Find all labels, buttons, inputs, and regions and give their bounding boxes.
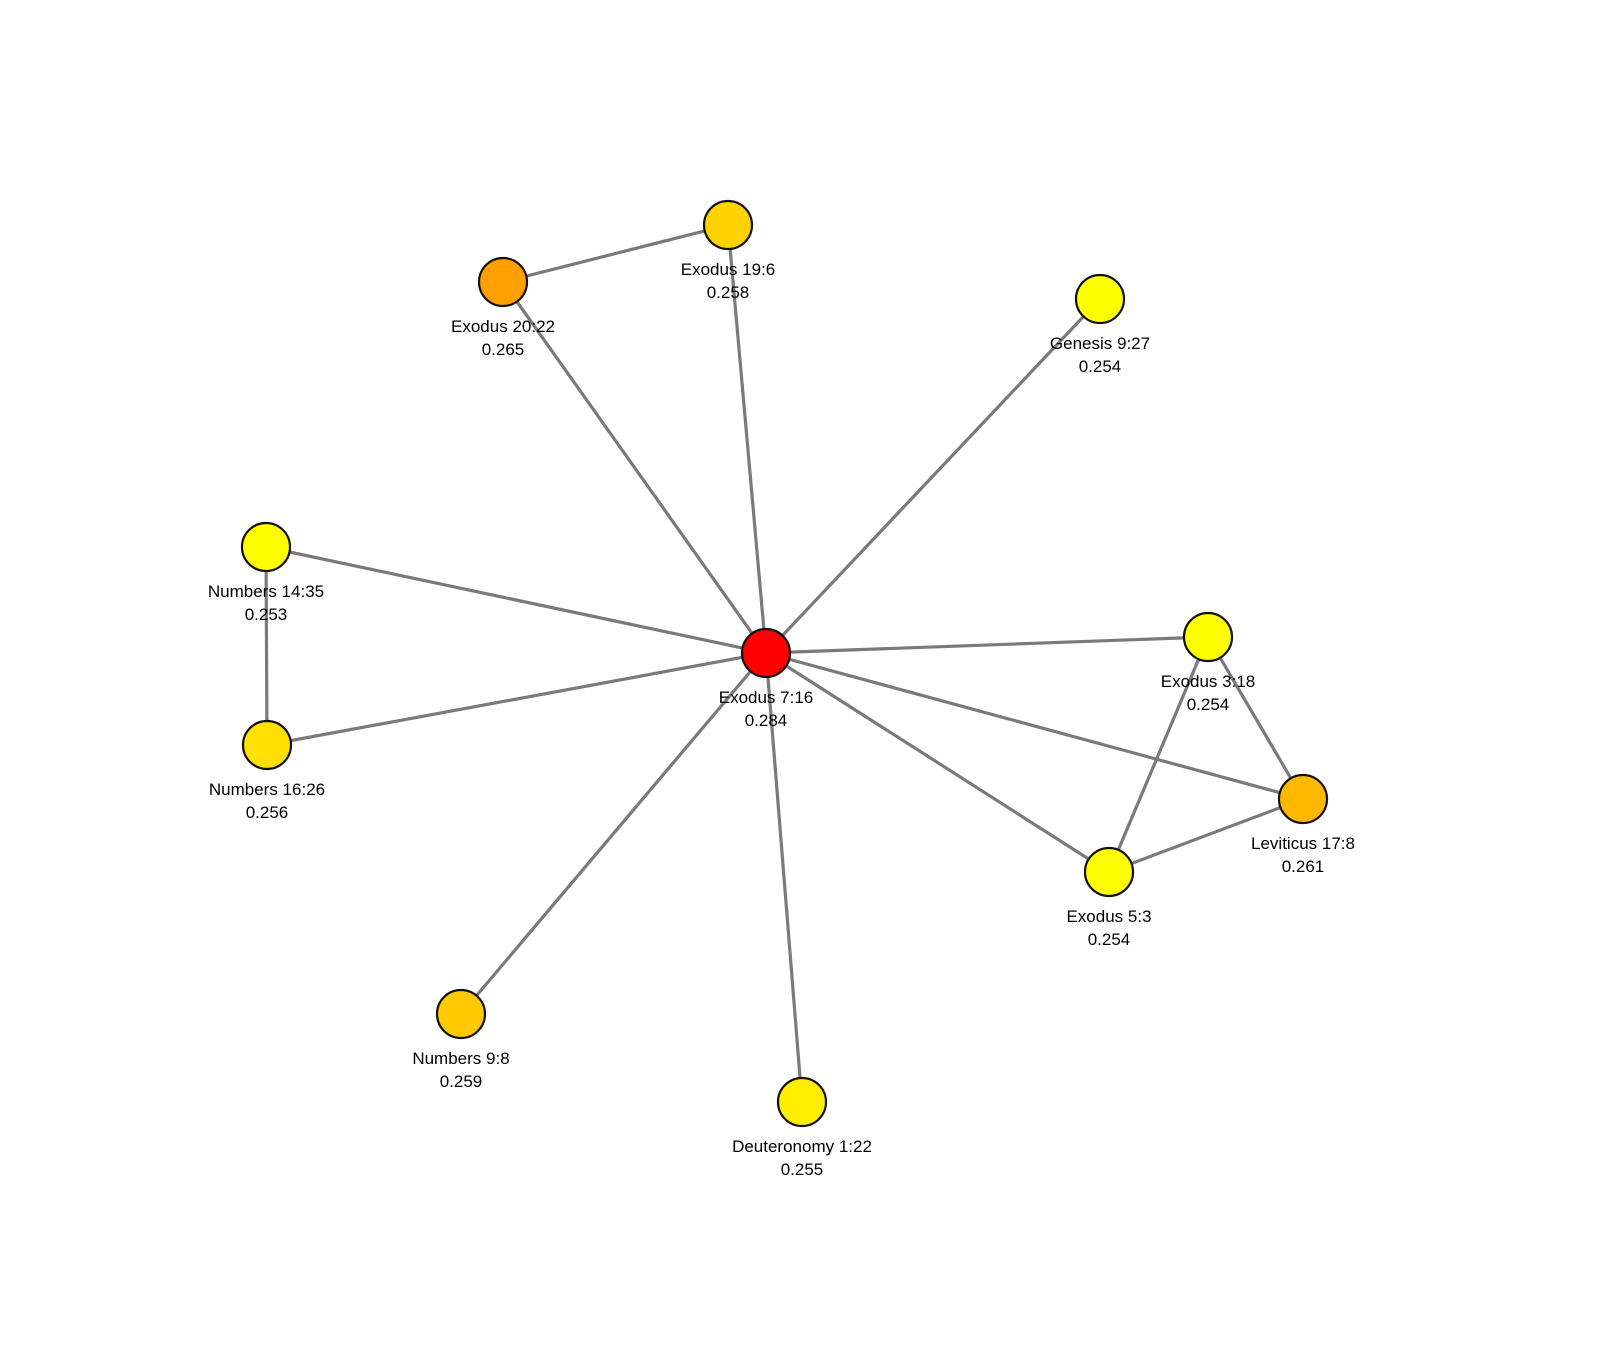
node-label: Exodus 5:3 [1066,907,1151,926]
edge-ex53-ex716 [764,651,1111,874]
node-gen927[interactable]: Genesis 9:27 0.254 [1050,273,1150,376]
node-label: Numbers 9:8 [412,1049,509,1068]
node-score: 0.259 [440,1072,483,1091]
node-label: Exodus 20:22 [451,317,555,336]
node-circle[interactable] [1182,611,1234,663]
node-circle[interactable] [241,719,293,771]
node-circle[interactable] [240,521,292,573]
node-score: 0.284 [745,711,788,730]
node-label: Numbers 16:26 [209,780,325,799]
node-label: Exodus 7:16 [719,688,814,707]
node-label: Exodus 19:6 [681,260,776,279]
node-score: 0.258 [707,283,750,302]
node-label: Numbers 14:35 [208,582,324,601]
node-ex196[interactable]: Exodus 19:6 0.258 [681,199,776,302]
node-num98[interactable]: Numbers 9:8 0.259 [412,988,510,1091]
node-label: Exodus 3:18 [1161,672,1256,691]
node-ex2022[interactable]: Exodus 20:22 0.265 [451,256,555,359]
node-circle[interactable] [1083,846,1135,898]
edge-num98-ex716 [459,651,768,1016]
node-score: 0.254 [1187,695,1230,714]
node-score: 0.256 [246,803,289,822]
node-score: 0.265 [482,340,525,359]
edge-ex318-ex53 [1107,635,1210,874]
edge-gen927-ex716 [764,297,1102,655]
node-score: 0.254 [1079,357,1122,376]
node-circle[interactable] [1277,773,1329,825]
node-label: Deuteronomy 1:22 [732,1137,872,1156]
edge-ex318-ex716 [764,635,1210,655]
node-num1435[interactable]: Numbers 14:35 0.253 [208,521,324,624]
node-circle[interactable] [776,1076,828,1128]
edge-lev178-ex716 [764,651,1305,801]
node-ex318[interactable]: Exodus 3:18 0.254 [1161,611,1256,714]
node-lev178[interactable]: Leviticus 17:8 0.261 [1251,773,1355,876]
node-num1626[interactable]: Numbers 16:26 0.256 [209,719,325,822]
edge-num1626-ex716 [265,651,768,747]
node-score: 0.254 [1088,930,1131,949]
node-score: 0.253 [245,605,288,624]
node-label: Leviticus 17:8 [1251,834,1355,853]
edge-num1435-num1626 [264,545,269,747]
edge-num1435-ex716 [264,545,768,655]
edge-ex2022-ex196 [501,223,730,284]
node-deu122[interactable]: Deuteronomy 1:22 0.255 [732,1076,872,1179]
edge-ex318-lev178 [1206,635,1305,801]
edge-ex196-ex716 [726,223,768,655]
edge-ex2022-ex716 [501,280,768,655]
node-circle[interactable] [435,988,487,1040]
node-ex53[interactable]: Exodus 5:3 0.254 [1066,846,1152,949]
edge-ex53-lev178 [1107,797,1305,874]
node-ex716[interactable]: Exodus 7:16 0.284 [719,627,814,730]
node-score: 0.255 [781,1160,824,1179]
node-circle[interactable] [1074,273,1126,325]
node-circle[interactable] [477,256,529,308]
node-score: 0.261 [1282,857,1325,876]
node-circle[interactable] [702,199,754,251]
edges-layer [264,223,1305,1104]
node-circle[interactable] [740,627,792,679]
edge-deu122-ex716 [764,651,804,1104]
node-label: Genesis 9:27 [1050,334,1150,353]
